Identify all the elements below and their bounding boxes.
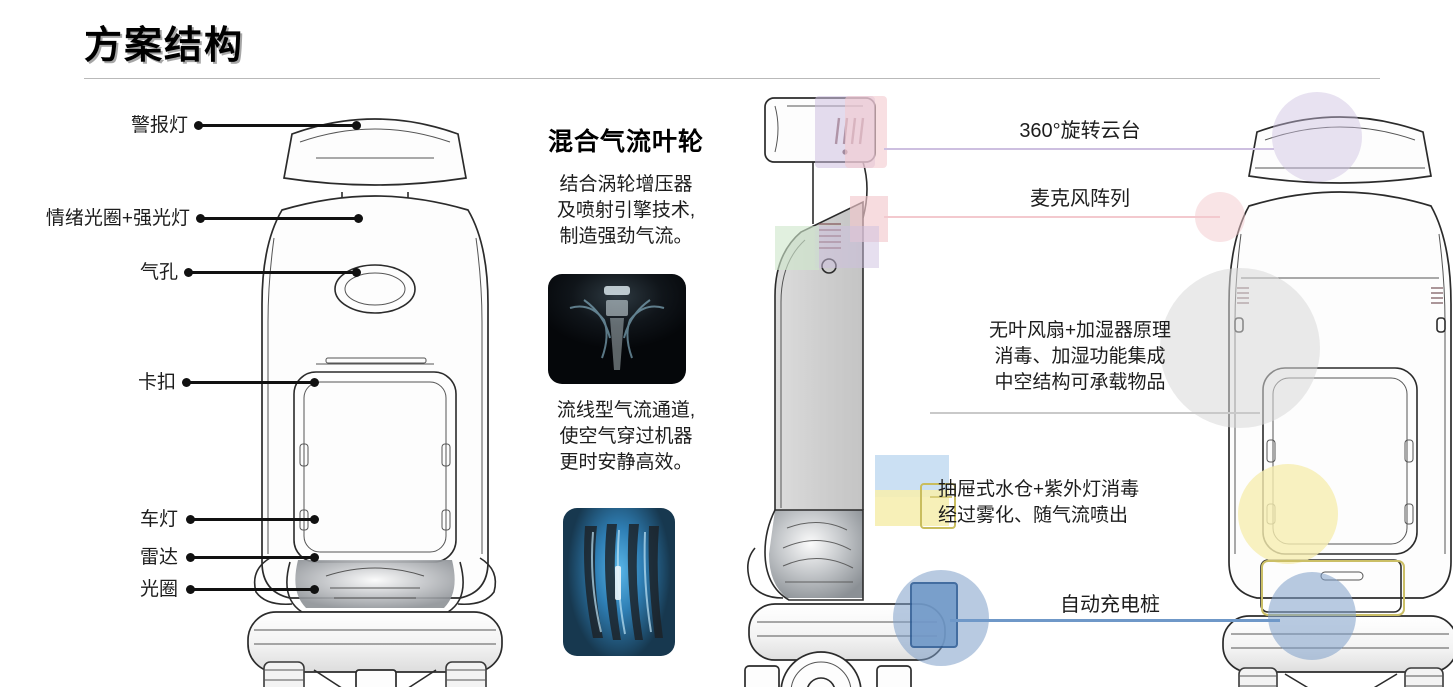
highlight-gimbal-blob: [1272, 92, 1362, 182]
leader-line-mood-ring: [200, 217, 360, 220]
highlight-speaker-purple: [815, 226, 879, 268]
leader-dot-light-ring: [186, 585, 195, 594]
callout-label-light-ring: 光圈: [139, 579, 178, 600]
callout-label-mood-ring: 情绪光圈+强光灯: [45, 208, 190, 229]
callout-label-air-vent: 气孔: [139, 262, 178, 283]
leader-dot-mood-ring: [196, 214, 205, 223]
anchor-dot-headlight: [310, 515, 319, 524]
highlight-intake-green: [775, 226, 819, 270]
callout-label-gimbal: 360°旋转云台: [1019, 120, 1141, 142]
highlight-dock-blob-right: [1268, 572, 1356, 660]
callout-label-headlight: 车灯: [139, 509, 178, 530]
center-paragraph-2: 流线型气流通道, 使空气穿过机器 更时安静高效。: [556, 400, 696, 474]
charging-dock-middle: [910, 582, 958, 648]
leader-dot-latch: [182, 378, 191, 387]
leader-dot-radar: [186, 553, 195, 562]
page-title: 方案结构: [84, 25, 245, 67]
callout-label-fan: 无叶风扇+加湿器原理 消毒、加湿功能集成 中空结构可承载物品: [988, 320, 1172, 394]
anchor-dot-alarm-light: [352, 121, 361, 130]
highlight-water-blob: [1238, 464, 1338, 564]
leader-line-headlight: [190, 518, 316, 521]
leader-dot-headlight: [186, 515, 195, 524]
leader-line-latch: [186, 381, 316, 384]
connector-line-gimbal: [884, 148, 1274, 150]
leader-line-light-ring: [190, 588, 316, 591]
center-paragraph-1: 结合涡轮增压器 及喷射引擎技术, 制造强劲气流。: [556, 174, 696, 248]
airflow-cutaway-render: [563, 508, 675, 656]
connector-line-fan: [930, 412, 1260, 414]
connector-line-water: [930, 496, 952, 498]
anchor-dot-mood-ring: [354, 214, 363, 223]
impeller-dark-render: [548, 274, 686, 384]
connector-line-microphone: [884, 216, 1220, 218]
callout-label-alarm-light: 警报灯: [130, 115, 188, 136]
callout-label-charging-dock: 自动充电桩: [1060, 594, 1160, 616]
leader-dot-air-vent: [184, 268, 193, 277]
callout-label-water-tank: 抽屉式水仓+紫外灯消毒 经过雾化、随气流喷出: [938, 479, 1140, 527]
callout-label-radar: 雷达: [139, 547, 178, 568]
highlight-gimbal-pink: [845, 96, 887, 168]
highlight-water-drawer-outline: [920, 483, 956, 529]
anchor-dot-light-ring: [310, 585, 319, 594]
title-divider: [84, 78, 1380, 79]
leader-dot-alarm-light: [194, 121, 203, 130]
center-heading: 混合气流叶轮: [547, 128, 704, 156]
connector-line-dock: [950, 619, 1280, 622]
highlight-fan-blob: [1160, 268, 1320, 428]
anchor-dot-latch: [310, 378, 319, 387]
callout-label-latch: 卡扣: [137, 372, 176, 393]
leader-line-radar: [190, 556, 316, 559]
callout-label-microphone: 麦克风阵列: [1030, 188, 1130, 210]
leader-line-alarm-light: [198, 124, 358, 127]
anchor-dot-radar: [310, 553, 319, 562]
robot-front-view-left: [230, 92, 520, 687]
anchor-dot-air-vent: [352, 268, 361, 277]
leader-line-air-vent: [188, 271, 358, 274]
